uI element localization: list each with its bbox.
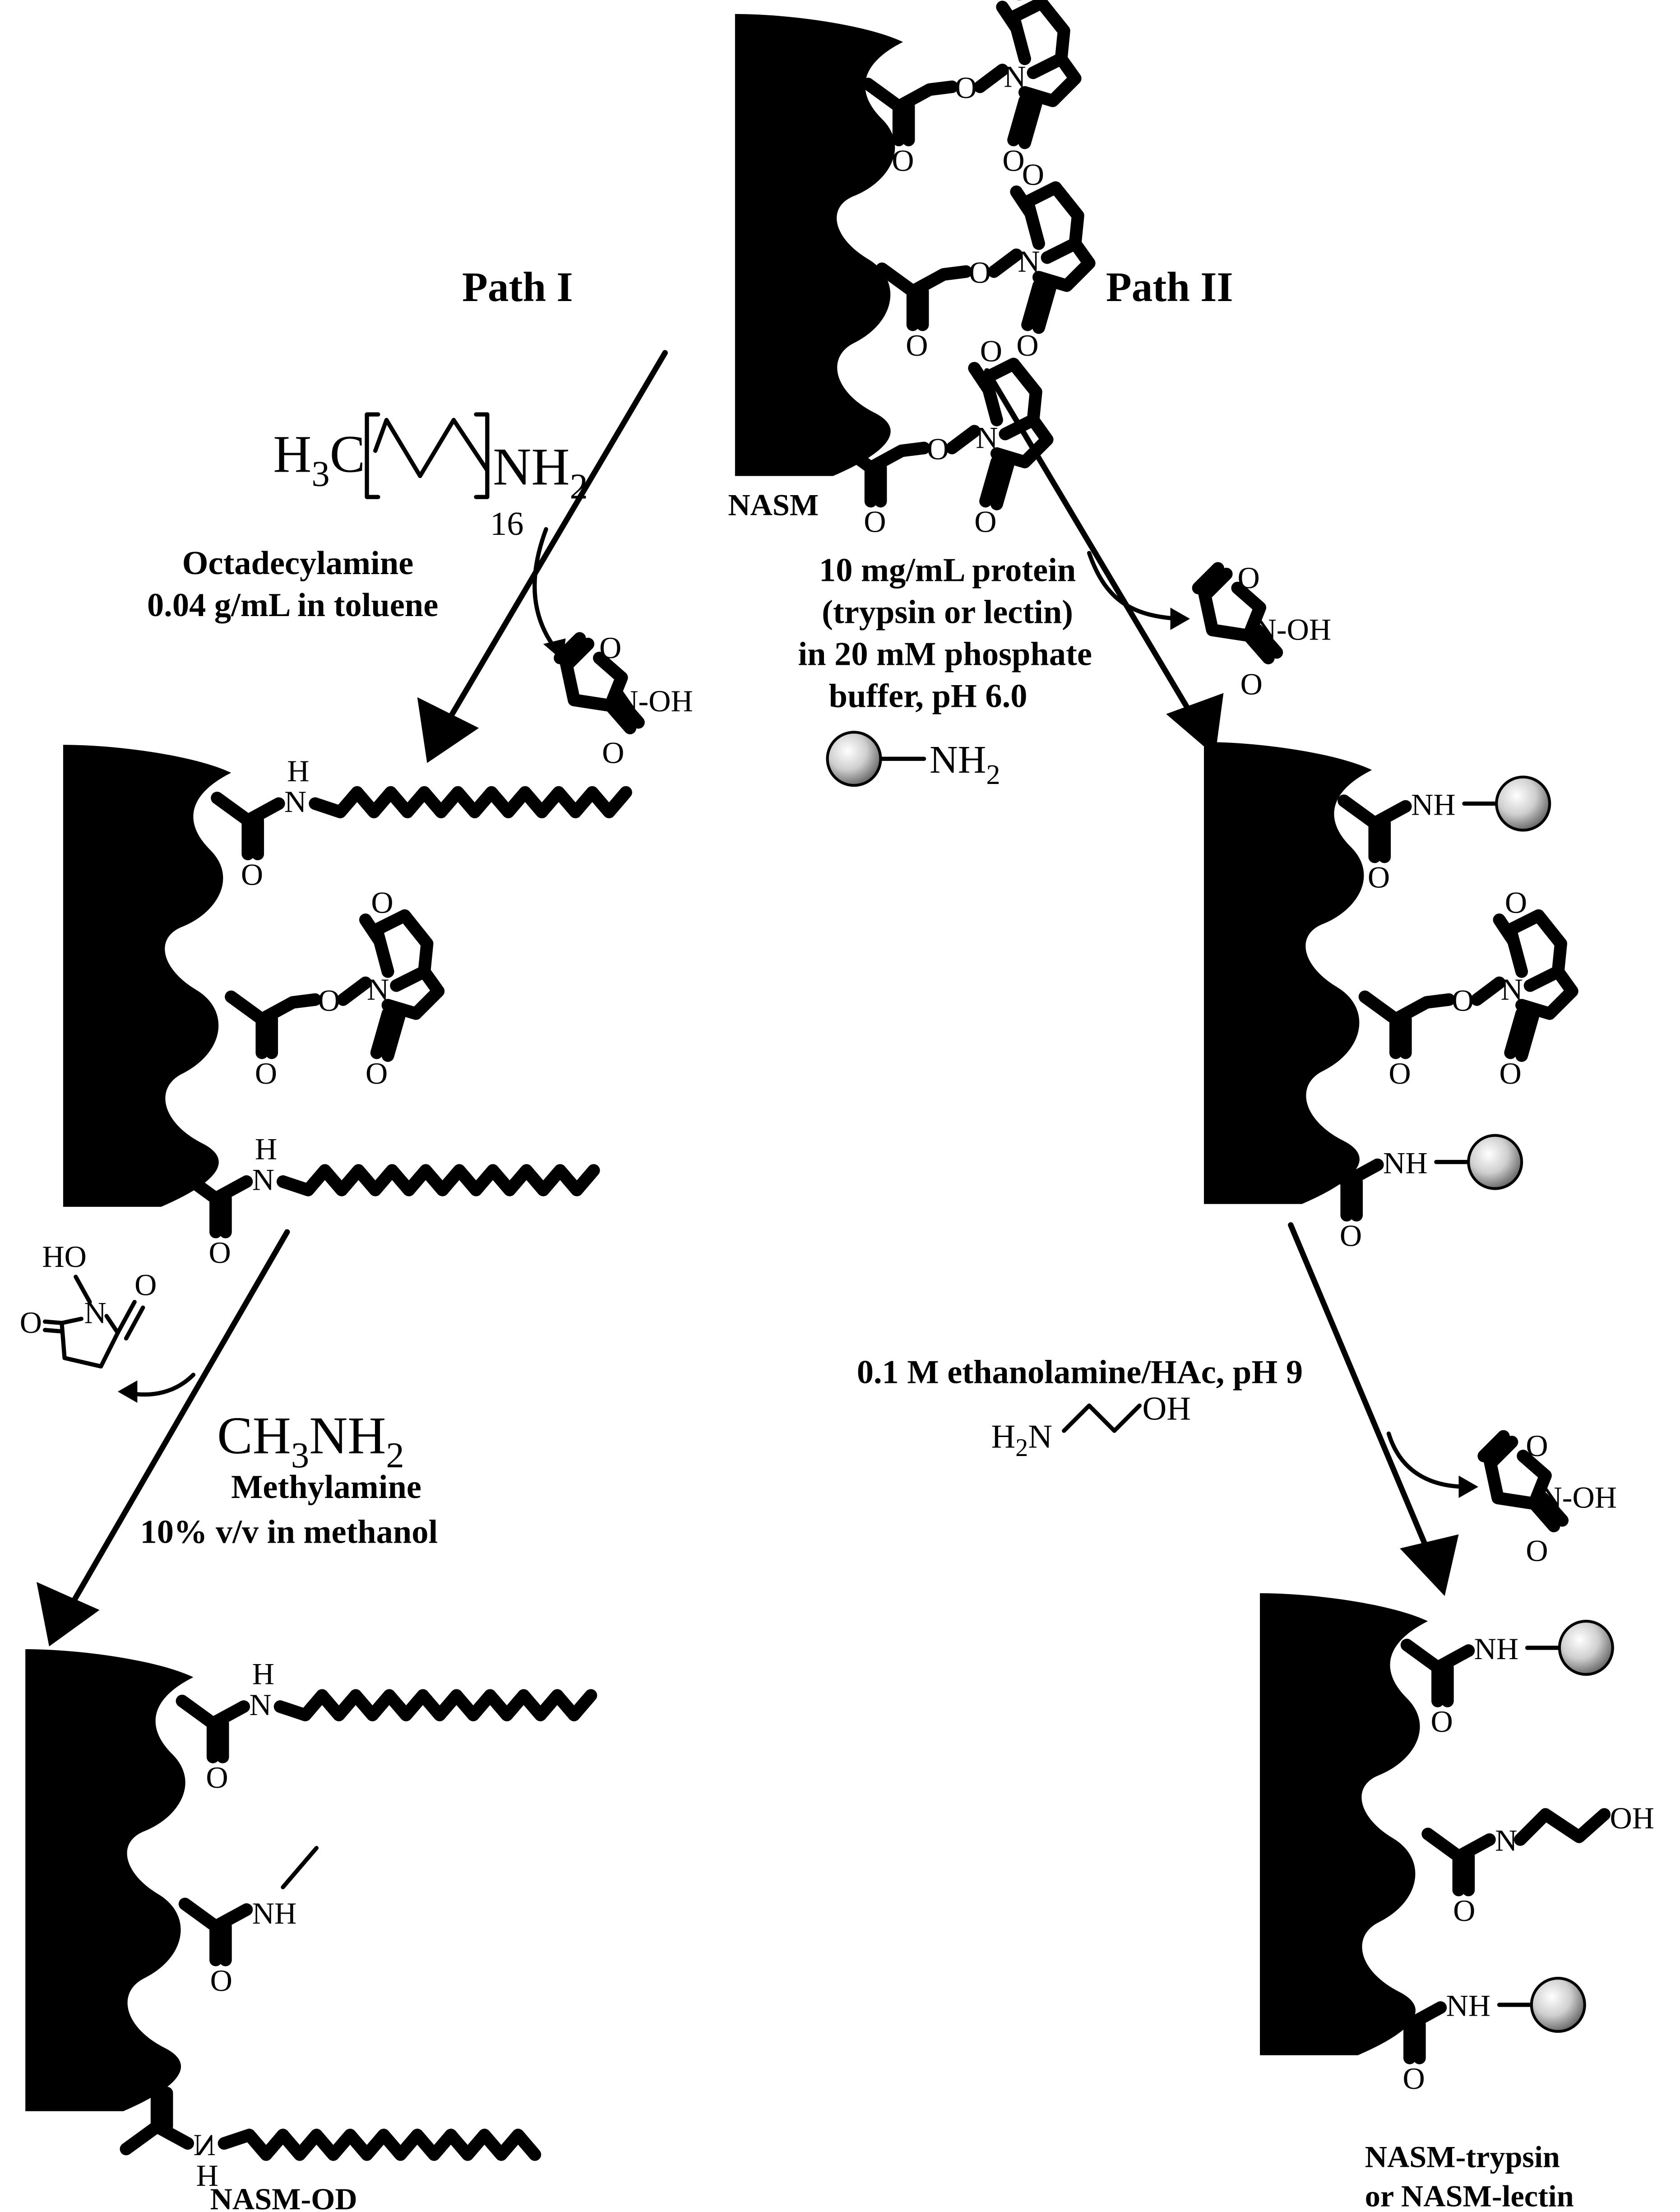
- nasm-od-product-block: O NH: [25, 1649, 591, 2193]
- svg-text:N: N: [84, 1295, 106, 1330]
- nasm-protein-product-block: O N OH: [1260, 1593, 1654, 2096]
- svg-text:O: O: [1526, 1428, 1548, 1463]
- protein-reagent: NH2: [826, 731, 1000, 790]
- path1-intermediate-block: [63, 745, 626, 1270]
- svg-text:O: O: [602, 736, 624, 770]
- svg-text:16: 16: [490, 505, 523, 543]
- svg-text:NH2: NH2: [930, 738, 1000, 790]
- svg-text:N-OH: N-OH: [1540, 1480, 1617, 1515]
- svg-text:H3C: H3C: [273, 425, 365, 494]
- path1-arrow-1: [417, 350, 668, 763]
- svg-text:N-OH: N-OH: [1254, 612, 1332, 647]
- svg-text:O: O: [1240, 667, 1263, 701]
- methylamine-formula: CH3NH2: [217, 1406, 404, 1475]
- nasm-protein-label-1: NASM-trypsin: [1365, 2140, 1560, 2174]
- path2-intermediate-block: [1203, 742, 1572, 1253]
- svg-text:HO: HO: [42, 1239, 87, 1274]
- quench-conditions: 0.1 M ethanolamine/HAc, pH 9: [857, 1354, 1303, 1391]
- methylamine-name: Methylamine: [231, 1469, 421, 1506]
- protein-conditions-line1: 10 mg/mL protein: [819, 552, 1076, 589]
- octadecylamine-formula: H3C 16 NH2: [273, 412, 588, 543]
- svg-text:N-OH: N-OH: [616, 684, 693, 718]
- path2-arrow-1: [984, 368, 1224, 756]
- nhs-leaving-group-2: HO N O O: [20, 1239, 157, 1369]
- svg-text:O: O: [599, 631, 621, 665]
- svg-text:O: O: [1453, 1893, 1475, 1928]
- nasm-protein-label-2: or NASM-lectin: [1365, 2179, 1574, 2212]
- svg-text:H2N: H2N: [991, 1418, 1052, 1462]
- octadecylamine-conditions: 0.04 g/mL in toluene: [147, 587, 438, 624]
- protein-conditions-line3: in 20 mM phosphate: [798, 635, 1092, 672]
- path1-label: Path I: [462, 264, 573, 311]
- svg-text:O: O: [1526, 1534, 1548, 1568]
- svg-text:O: O: [210, 1963, 232, 1998]
- nasm-start-label: NASM: [728, 487, 819, 522]
- nasm-od-label: NASM-OD: [210, 2182, 357, 2212]
- protein-conditions-line4: buffer, pH 6.0: [829, 677, 1027, 714]
- svg-text:O: O: [20, 1305, 42, 1340]
- protein-conditions-line2: (trypsin or lectin): [822, 594, 1073, 631]
- svg-text:O: O: [134, 1267, 157, 1302]
- methylamine-conditions: 10% v/v in methanol: [140, 1513, 438, 1550]
- ethanolamine-formula: H2N OH: [991, 1390, 1191, 1462]
- svg-text:NH: NH: [252, 1896, 297, 1930]
- nhs-leaving-group-4: O N-OH O: [1484, 1428, 1617, 1568]
- svg-text:N: N: [1495, 1823, 1517, 1858]
- nhs-leaving-group-3: O N-OH O: [1199, 561, 1332, 701]
- svg-text:OH: OH: [1610, 1801, 1655, 1835]
- svg-text:NH2: NH2: [493, 437, 588, 506]
- path1-arrow-2: [37, 1229, 290, 1646]
- svg-text:OH: OH: [1143, 1390, 1191, 1427]
- path2-label: Path II: [1106, 264, 1233, 311]
- nhs-leaving-group-1: O N-OH O: [560, 631, 693, 770]
- octadecylamine-name: Octadecylamine: [182, 545, 414, 582]
- svg-text:O: O: [1237, 561, 1259, 595]
- path2-arrow-2: [1288, 1222, 1478, 1596]
